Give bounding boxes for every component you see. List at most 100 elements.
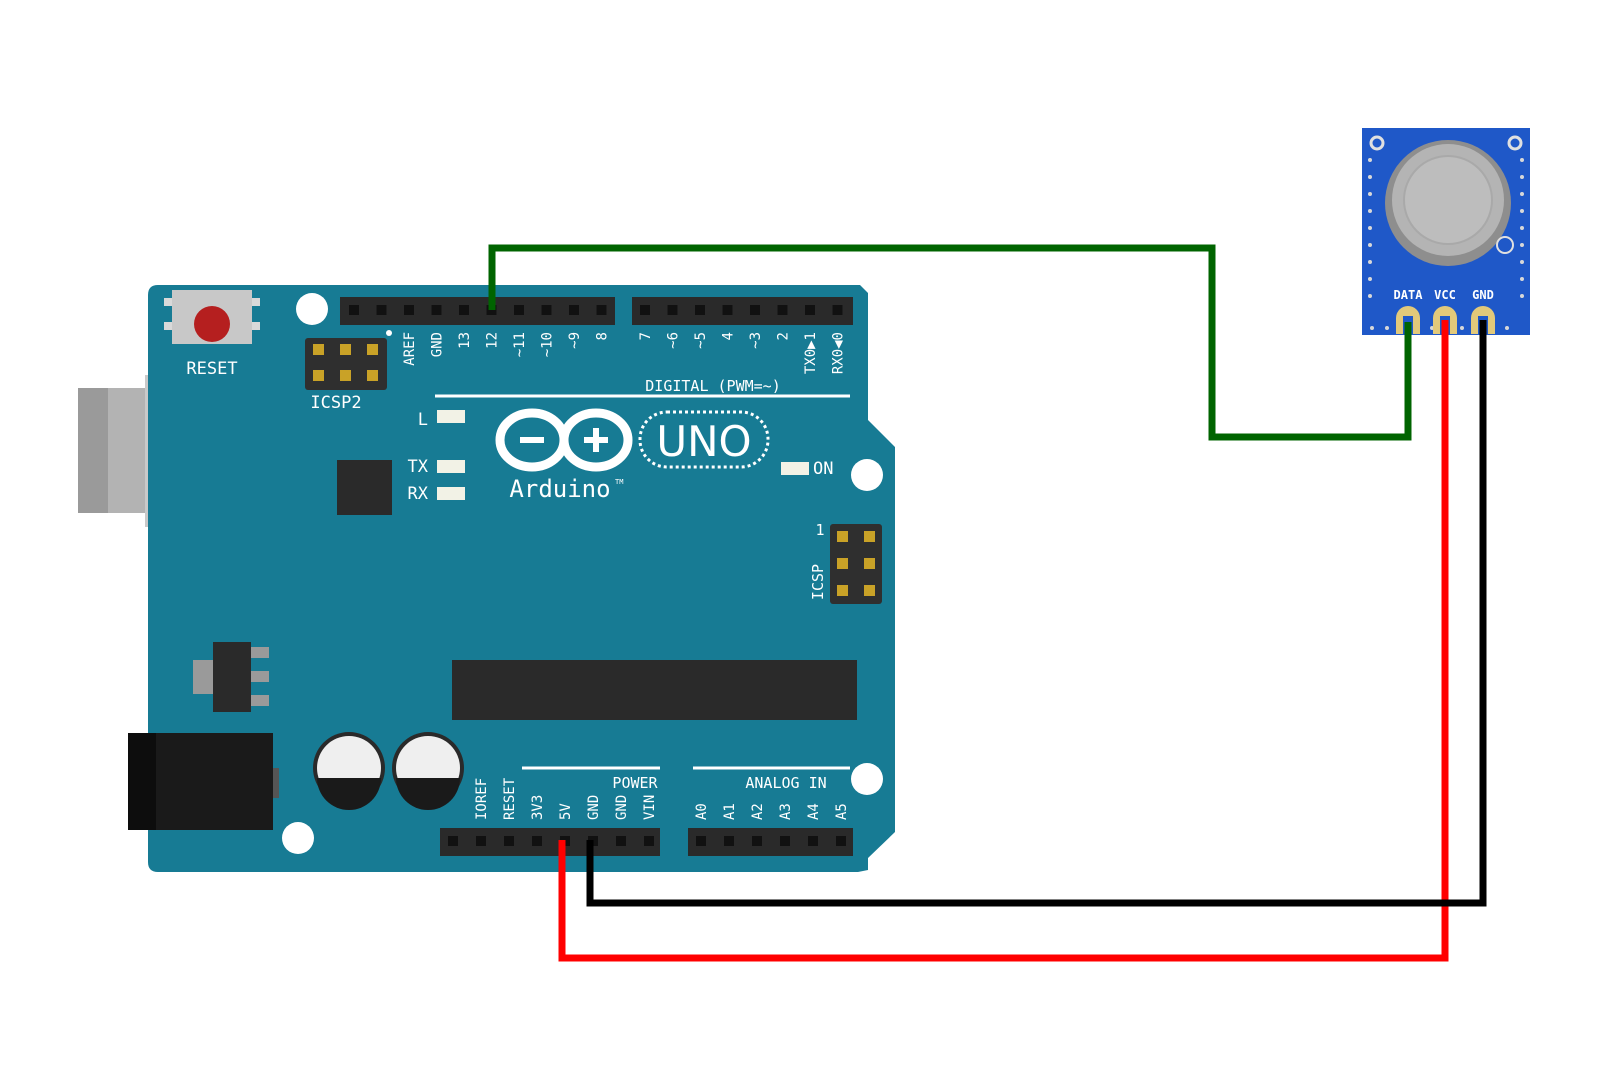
analog-label: ANALOG IN [745,774,826,792]
power-header [440,828,660,856]
arduino-text: Arduino [509,475,610,503]
digital-pin-label: ~3 [748,332,764,349]
microcontroller-chip [452,660,857,720]
icsp2-header [305,338,387,390]
pin-hole [376,305,387,315]
pin-hole [431,305,442,315]
power-label: POWER [612,774,658,792]
pin-hole [644,836,654,846]
rf-transmitter-module: DATA VCC GND [1362,128,1530,335]
icsp-pin1-label: 1 [815,521,824,539]
analog-pin-label: A4 [806,803,822,820]
pin-hole [349,305,359,315]
digital-label: DIGITAL (PWM=~) [645,377,780,395]
analog-pin-label: A1 [722,803,738,820]
digital-pin-label: GND [430,332,446,357]
usb-chip [337,460,392,515]
pin-hole [504,836,514,846]
power-jack [128,733,279,830]
pin-hole [514,305,524,315]
module-pin-label: DATA [1394,288,1424,302]
pin-hole [541,305,552,315]
pin-hole [448,836,458,846]
analog-pin-labels: A0 A1 A2 A3 A4 A5 [694,803,850,820]
pin-hole [808,836,818,846]
digital-pin-label: 12 [485,332,501,349]
digital-pin-label: ~5 [693,332,709,349]
pin-hole [596,305,607,315]
digital-pin-labels: AREF GND 13 12 ~11 ~10 ~9 8 7 ~6 ~5 4 ~3 2 TX0▶1 RX0◀0 [402,332,847,374]
digital-pin-label: AREF [402,332,418,366]
digital-pin-holes [349,305,843,315]
pin-hole [532,836,542,846]
digital-pin-label: 4 [721,332,737,340]
pin-hole [832,305,843,315]
digital-pin-label: 13 [457,332,473,349]
analog-pin-holes [696,836,846,846]
pin-hole [459,305,469,315]
digital-pin-label: ~10 [540,332,556,357]
digital-pin-label: 8 [595,332,611,340]
power-pin-label: GND [586,795,602,820]
analog-pin-label: A2 [750,803,766,820]
pin-hole [667,305,678,315]
voltage-regulator [193,642,269,712]
led-l-label: L [418,410,428,430]
led-on [781,462,809,475]
led-on-label: ON [813,459,833,479]
uno-text: UNO [656,417,751,466]
uno-badge [638,410,770,469]
module-pin-label: GND [1472,288,1494,302]
wire-vcc [558,320,1449,962]
pin-hole [777,305,788,315]
digital-pin-label: TX0▶1 [803,332,819,374]
pin-hole [836,836,846,846]
pin-hole [752,836,762,846]
icsp-label: ICSP [809,564,827,600]
pin-hole [476,836,486,846]
pin-hole [695,305,705,315]
digital-pin-label: 2 [776,332,792,340]
power-pin-label: 5V [558,803,574,820]
mounting-hole [851,763,883,795]
led-tx [437,460,465,473]
led-tx-label: TX [408,457,429,477]
trademark-text: TM [615,478,623,486]
capacitor [392,732,464,810]
power-pin-label: IOREF [474,778,490,820]
pin-hole [722,305,733,315]
pin-hole [616,836,626,846]
module-pin-label: VCC [1434,288,1456,302]
digital-pin-label: ~11 [512,332,528,357]
digital-header-right [632,297,853,325]
led-l [437,410,465,423]
analog-pin-label: A5 [834,803,850,820]
wire-data [488,244,1412,441]
board-pcb [148,285,895,872]
digital-pin-label: ~9 [567,332,583,349]
pin-hole [724,836,734,846]
digital-pin-label: ~6 [666,332,682,349]
power-pin-label: GND [614,795,630,820]
pin-hole [569,305,579,315]
power-pin-label: RESET [502,777,518,820]
mounting-hole [296,293,328,325]
pin-hole [805,305,815,315]
reset-button[interactable] [164,290,260,344]
led-rx [437,487,465,500]
analog-header [688,828,853,856]
mounting-hole [851,459,883,491]
digital-pin-label: RX0◀0 [831,332,847,374]
icsp-header [830,524,882,604]
power-pin-label: VIN [642,795,658,820]
capacitor [313,732,385,810]
icsp2-label: ICSP2 [310,393,361,413]
pin-hole [750,305,760,315]
pin-hole [696,836,706,846]
analog-pin-label: A0 [694,803,710,820]
analog-pin-label: A3 [778,803,794,820]
digital-pin-label: 7 [638,332,654,340]
